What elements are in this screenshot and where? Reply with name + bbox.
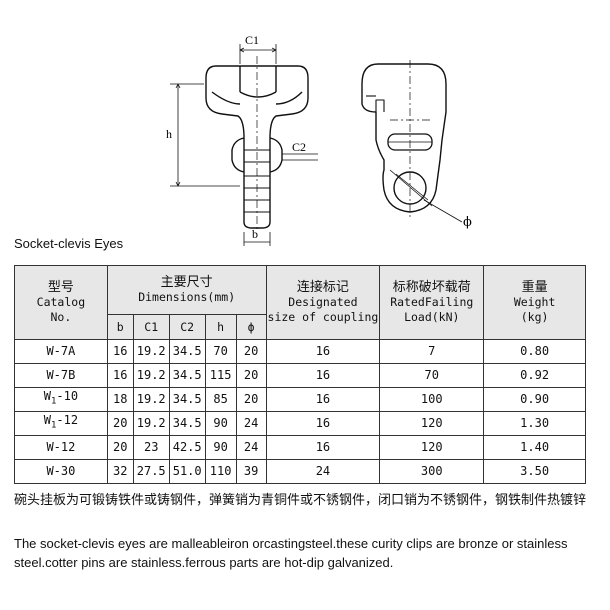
cell-h: 85 xyxy=(204,387,237,412)
spec-table: 型号 Catalog No. 主要尺寸 Dimensions(mm) 连接标记 … xyxy=(14,265,586,484)
cell-b: 32 xyxy=(106,459,134,484)
dim-label-b: b xyxy=(252,227,258,241)
cell-load: 120 xyxy=(379,411,485,436)
cell-c2: 34.5 xyxy=(168,339,206,364)
cell-phi: 20 xyxy=(235,363,267,388)
cell-c1: 19.2 xyxy=(132,411,170,436)
cell-weight: 0.92 xyxy=(483,363,586,388)
cell-load: 70 xyxy=(379,363,485,388)
front-view-head xyxy=(205,65,309,229)
cell-load: 120 xyxy=(379,435,485,460)
cell-weight: 3.50 xyxy=(483,459,586,484)
cell-c2: 34.5 xyxy=(168,387,206,412)
header-load: 标称破坏载荷 RatedFailing Load(kN) xyxy=(379,265,485,340)
cell-catalog-no: W-7A xyxy=(14,339,108,364)
cell-phi: 24 xyxy=(235,435,267,460)
cell-h: 70 xyxy=(204,339,237,364)
cell-weight: 1.40 xyxy=(483,435,586,460)
subheader-c2: C2 xyxy=(168,314,206,340)
header-dimensions: 主要尺寸 Dimensions(mm) xyxy=(106,265,267,315)
note-english: The socket-clevis eyes are malleableiron… xyxy=(14,536,568,570)
dim-label-c2: C2 xyxy=(292,140,306,154)
cell-catalog-no: W-12 xyxy=(14,435,108,460)
cell-load: 7 xyxy=(379,339,485,364)
cell-b: 18 xyxy=(106,387,134,412)
cell-b: 20 xyxy=(106,411,134,436)
header-catalog: 型号 Catalog No. xyxy=(14,265,108,340)
cell-h: 90 xyxy=(204,435,237,460)
cell-b: 20 xyxy=(106,435,134,460)
cell-coupling: 24 xyxy=(265,459,381,484)
subheader-c1: C1 xyxy=(132,314,170,340)
cell-coupling: 16 xyxy=(265,387,381,412)
header-coupling: 连接标记 Designated size of coupling xyxy=(265,265,381,340)
cell-phi: 24 xyxy=(235,411,267,436)
cell-catalog-no: W1-10 xyxy=(14,387,108,412)
cell-phi: 20 xyxy=(235,339,267,364)
cell-b: 16 xyxy=(106,339,134,364)
header-row: 型号 Catalog No. 主要尺寸 Dimensions(mm) 连接标记 … xyxy=(14,265,586,340)
cell-coupling: 16 xyxy=(265,435,381,460)
note-chinese: 碗头挂板为可锻铸铁件或铸钢件，弹簧销为青铜件或不锈钢件，闭口销为不锈钢件，钢铁制… xyxy=(14,493,587,508)
cell-c2: 34.5 xyxy=(168,363,206,388)
technical-drawing: C1 h C2 b ϕ xyxy=(166,33,472,246)
cell-load: 100 xyxy=(379,387,485,412)
side-view-body xyxy=(361,63,447,213)
cell-h: 110 xyxy=(204,459,237,484)
cell-coupling: 16 xyxy=(265,339,381,364)
figure-caption: Socket-clevis Eyes xyxy=(14,236,124,251)
cell-weight: 1.30 xyxy=(483,411,586,436)
subheader-phi: ϕ xyxy=(235,314,267,340)
cell-h: 115 xyxy=(204,363,237,388)
subheader-h: h xyxy=(204,314,237,340)
cell-phi: 20 xyxy=(235,387,267,412)
cell-c1: 19.2 xyxy=(132,387,170,412)
cell-c1: 19.2 xyxy=(132,363,170,388)
cell-coupling: 16 xyxy=(265,363,381,388)
cell-c1: 27.5 xyxy=(132,459,170,484)
header-weight: 重量 Weight (kg) xyxy=(483,265,586,340)
cell-weight: 0.80 xyxy=(483,339,586,364)
cell-b: 16 xyxy=(106,363,134,388)
cell-catalog-no: W-30 xyxy=(14,459,108,484)
cell-c2: 34.5 xyxy=(168,411,206,436)
dim-label-c1: C1 xyxy=(245,33,259,47)
dim-label-phi: ϕ xyxy=(463,215,472,230)
cell-h: 90 xyxy=(204,411,237,436)
dim-label-h: h xyxy=(166,127,172,141)
cell-c1: 19.2 xyxy=(132,339,170,364)
subheader-b: b xyxy=(106,314,134,340)
cell-c2: 51.0 xyxy=(168,459,206,484)
cell-catalog-no: W-7B xyxy=(14,363,108,388)
cell-phi: 39 xyxy=(235,459,267,484)
cell-load: 300 xyxy=(379,459,485,484)
cell-coupling: 16 xyxy=(265,411,381,436)
cell-catalog-no: W1-12 xyxy=(14,411,108,436)
subheader-row: b C1 C2 h ϕ xyxy=(15,314,586,340)
cell-weight: 0.90 xyxy=(483,387,586,412)
cell-c1: 23 xyxy=(132,435,170,460)
cell-c2: 42.5 xyxy=(168,435,206,460)
